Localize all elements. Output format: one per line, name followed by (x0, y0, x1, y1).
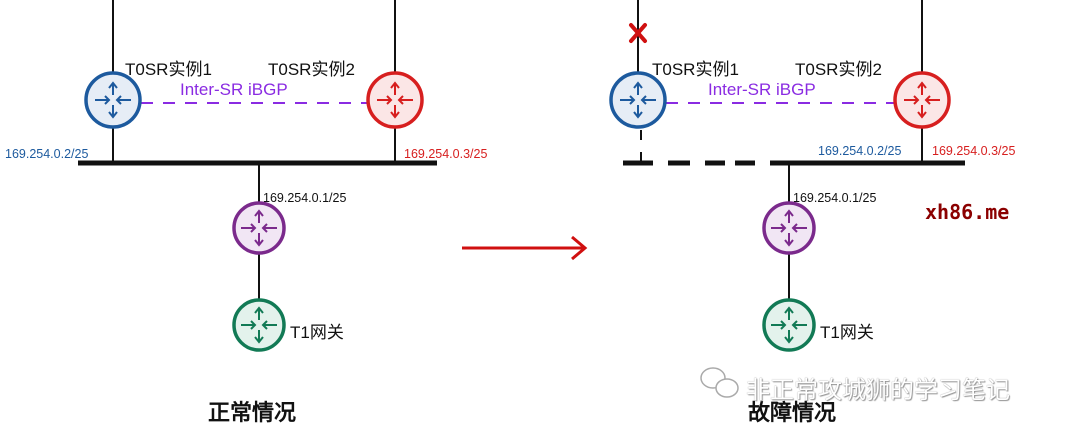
wechat-icon (700, 367, 739, 398)
wechat-watermark: 非正常攻城狮的学习笔记 (746, 377, 1010, 404)
sr1-label: T0SR实例1 (125, 60, 212, 79)
router-t1sr-icon (232, 201, 286, 255)
t1-label: T1网关 (820, 323, 874, 342)
router-sr1-icon (609, 71, 667, 129)
failure-links (623, 0, 965, 325)
sr2-label: T0SR实例2 (795, 60, 882, 79)
router-t1-icon (762, 298, 816, 352)
ibgp-label: Inter-SR iBGP (180, 80, 288, 99)
brand-watermark: xh86.me (925, 200, 1010, 224)
ibgp-label: Inter-SR iBGP (708, 80, 816, 99)
router-sr1-icon (84, 71, 142, 129)
router-t1sr-icon (762, 201, 816, 255)
normal-links (78, 0, 437, 325)
caption-normal: 正常情况 (208, 400, 297, 425)
ip-sr1: 169.254.0.2/25 (5, 147, 89, 161)
ip-t1sr: 169.254.0.1/25 (793, 191, 877, 205)
router-t1-icon (232, 298, 286, 352)
ip-sr2: 169.254.0.3/25 (932, 144, 1016, 158)
sr2-label: T0SR实例2 (268, 60, 355, 79)
router-sr2-icon (366, 71, 424, 129)
ip-sr2: 169.254.0.3/25 (404, 147, 488, 161)
t1-label: T1网关 (290, 323, 344, 342)
transition-arrow-icon (462, 235, 588, 261)
ip-t1sr: 169.254.0.1/25 (263, 191, 347, 205)
caption-failure: 故障情况 (748, 400, 837, 425)
link-failure-x-icon (629, 23, 647, 43)
router-sr2-icon (893, 71, 951, 129)
sr1-label: T0SR实例1 (652, 60, 739, 79)
ip-sr1: 169.254.0.2/25 (818, 144, 902, 158)
